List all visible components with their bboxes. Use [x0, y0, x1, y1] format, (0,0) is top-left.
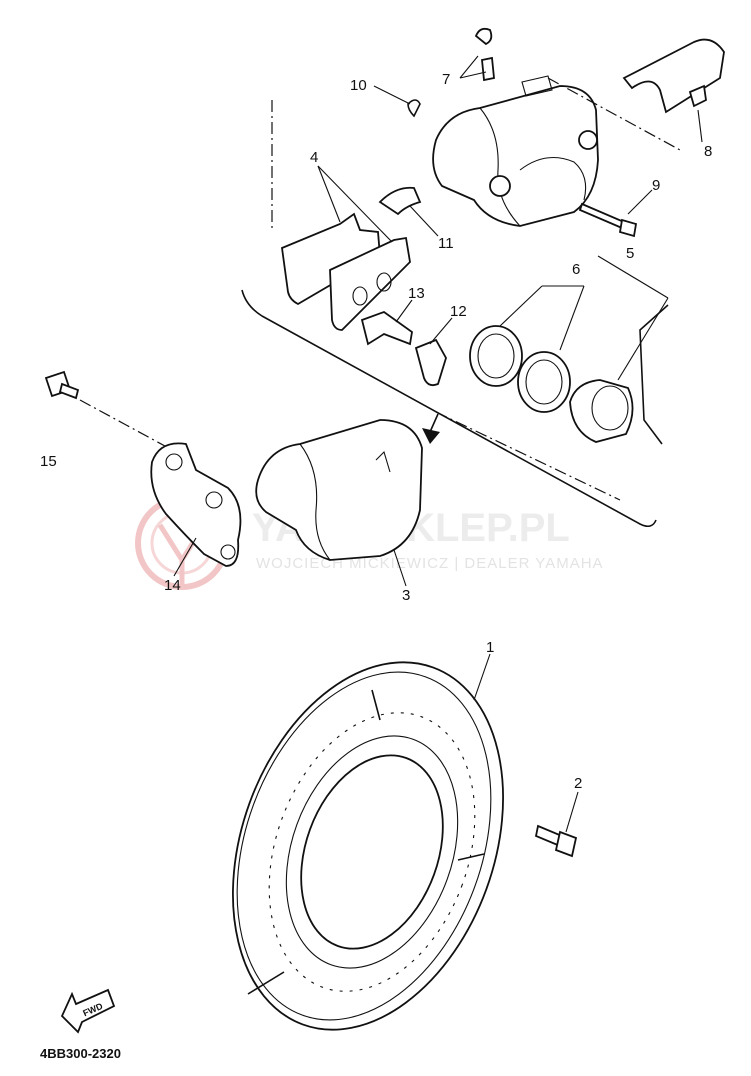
callout-5: 5 [626, 245, 634, 262]
retaining-clip [407, 99, 421, 118]
caliper-body-exploded [432, 75, 681, 227]
bleed-screw [474, 27, 495, 82]
callout-12: 12 [450, 303, 467, 320]
callout-13: 13 [408, 285, 425, 302]
callout-8: 8 [704, 143, 712, 160]
caliper-bolt [578, 202, 638, 238]
fwd-arrow-icon: FWD [60, 988, 116, 1034]
diagram-code: 4BB300-2320 [40, 1046, 121, 1061]
disc-bolt [534, 824, 578, 858]
callout-11: 11 [438, 235, 454, 252]
callout-7: 7 [442, 71, 450, 88]
piston-seals [469, 325, 571, 413]
callout-3: 3 [402, 587, 410, 604]
callout-2: 2 [574, 775, 582, 792]
callouts: 1 2 3 4 5 6 7 8 9 10 11 12 13 14 15 [40, 71, 712, 792]
brake-pads [281, 212, 411, 331]
callout-9: 9 [652, 177, 660, 194]
callout-4: 4 [310, 149, 318, 166]
pad-spring [378, 186, 422, 216]
mount-bolt [44, 370, 177, 453]
brake-disc [232, 661, 504, 1031]
pad-shim [360, 310, 413, 346]
callout-1: 1 [486, 639, 494, 656]
caliper-bracket [150, 442, 242, 567]
assembly-bracket [241, 100, 669, 528]
caliper-piston [569, 379, 634, 443]
callout-10: 10 [350, 77, 367, 94]
assembled-caliper [255, 419, 423, 561]
callout-14: 14 [164, 577, 181, 594]
pad-support [414, 338, 447, 387]
caliper-cover [622, 38, 725, 114]
assembly-arrow [422, 413, 440, 444]
callout-15: 15 [40, 453, 57, 470]
watermark-subtitle: WOJCIECH MICKIEWICZ | DEALER YAMAHA [256, 555, 604, 572]
leader-lines [173, 55, 703, 833]
callout-6: 6 [572, 261, 580, 278]
